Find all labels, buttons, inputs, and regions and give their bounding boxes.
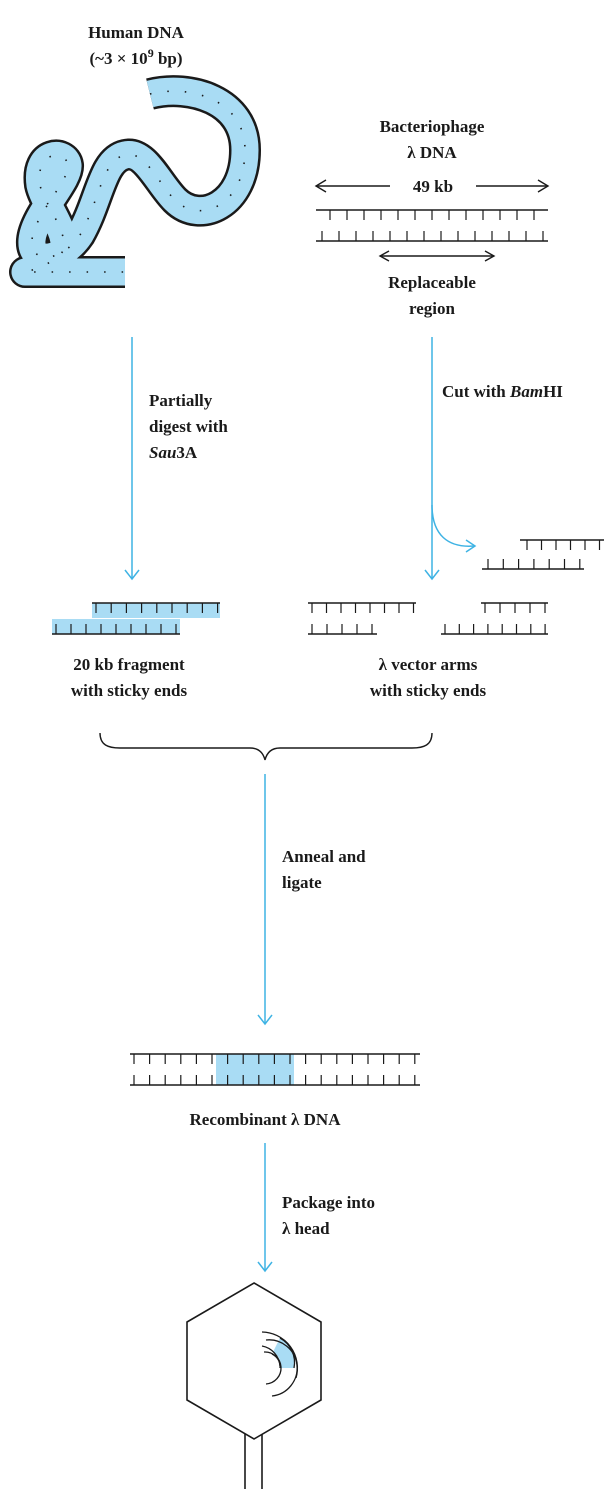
- cut-arrow: [424, 337, 477, 581]
- vector-right-arm: [441, 602, 548, 635]
- replaceable-label-line2: region: [409, 299, 456, 318]
- fragment-label-line1: 20 kb fragment: [73, 655, 185, 674]
- package-label-line1: Package into: [282, 1193, 375, 1212]
- anneal-arrow: [257, 774, 273, 1026]
- phage-dna-duplex: [316, 209, 548, 242]
- removed-stuffer-fragment: [482, 539, 604, 570]
- digest-arrow: [124, 337, 140, 581]
- package-arrow: [257, 1143, 273, 1273]
- anneal-label-line2: ligate: [282, 873, 322, 892]
- arms-label-line1: λ vector arms: [379, 655, 478, 674]
- replaceable-label-line1: Replaceable: [388, 273, 476, 292]
- human-dna-title: Human DNA: [88, 23, 185, 42]
- length-arrow: [314, 179, 550, 193]
- human-fragment: [52, 602, 220, 635]
- recombinant-dna: [130, 1053, 420, 1086]
- phage-title: Bacteriophage: [380, 117, 485, 136]
- digest-enzyme-label: Sau3A: [149, 443, 198, 462]
- phage-subtitle: λ DNA: [407, 143, 457, 162]
- replaceable-region-arrow: [378, 250, 496, 262]
- package-label-line2: λ head: [282, 1219, 330, 1238]
- packaged-dna: [261, 1331, 299, 1397]
- recombinant-label: Recombinant λ DNA: [190, 1110, 342, 1129]
- anneal-label-line1: Anneal and: [282, 847, 366, 866]
- combine-brace: [99, 732, 433, 761]
- arms-label-line2: with sticky ends: [370, 681, 487, 700]
- cut-label: Cut with BamHI: [442, 382, 563, 401]
- digest-label-line2: digest with: [149, 417, 228, 436]
- fragment-label-line2: with sticky ends: [71, 681, 188, 700]
- vector-left-arm: [308, 602, 416, 635]
- phage-length-label: 49 kb: [413, 177, 453, 196]
- human-dna-coil: [9, 75, 261, 288]
- human-dna-size: (~3 × 109 bp): [89, 46, 182, 68]
- phage-head: [186, 1282, 322, 1489]
- digest-label-line1: Partially: [149, 391, 213, 410]
